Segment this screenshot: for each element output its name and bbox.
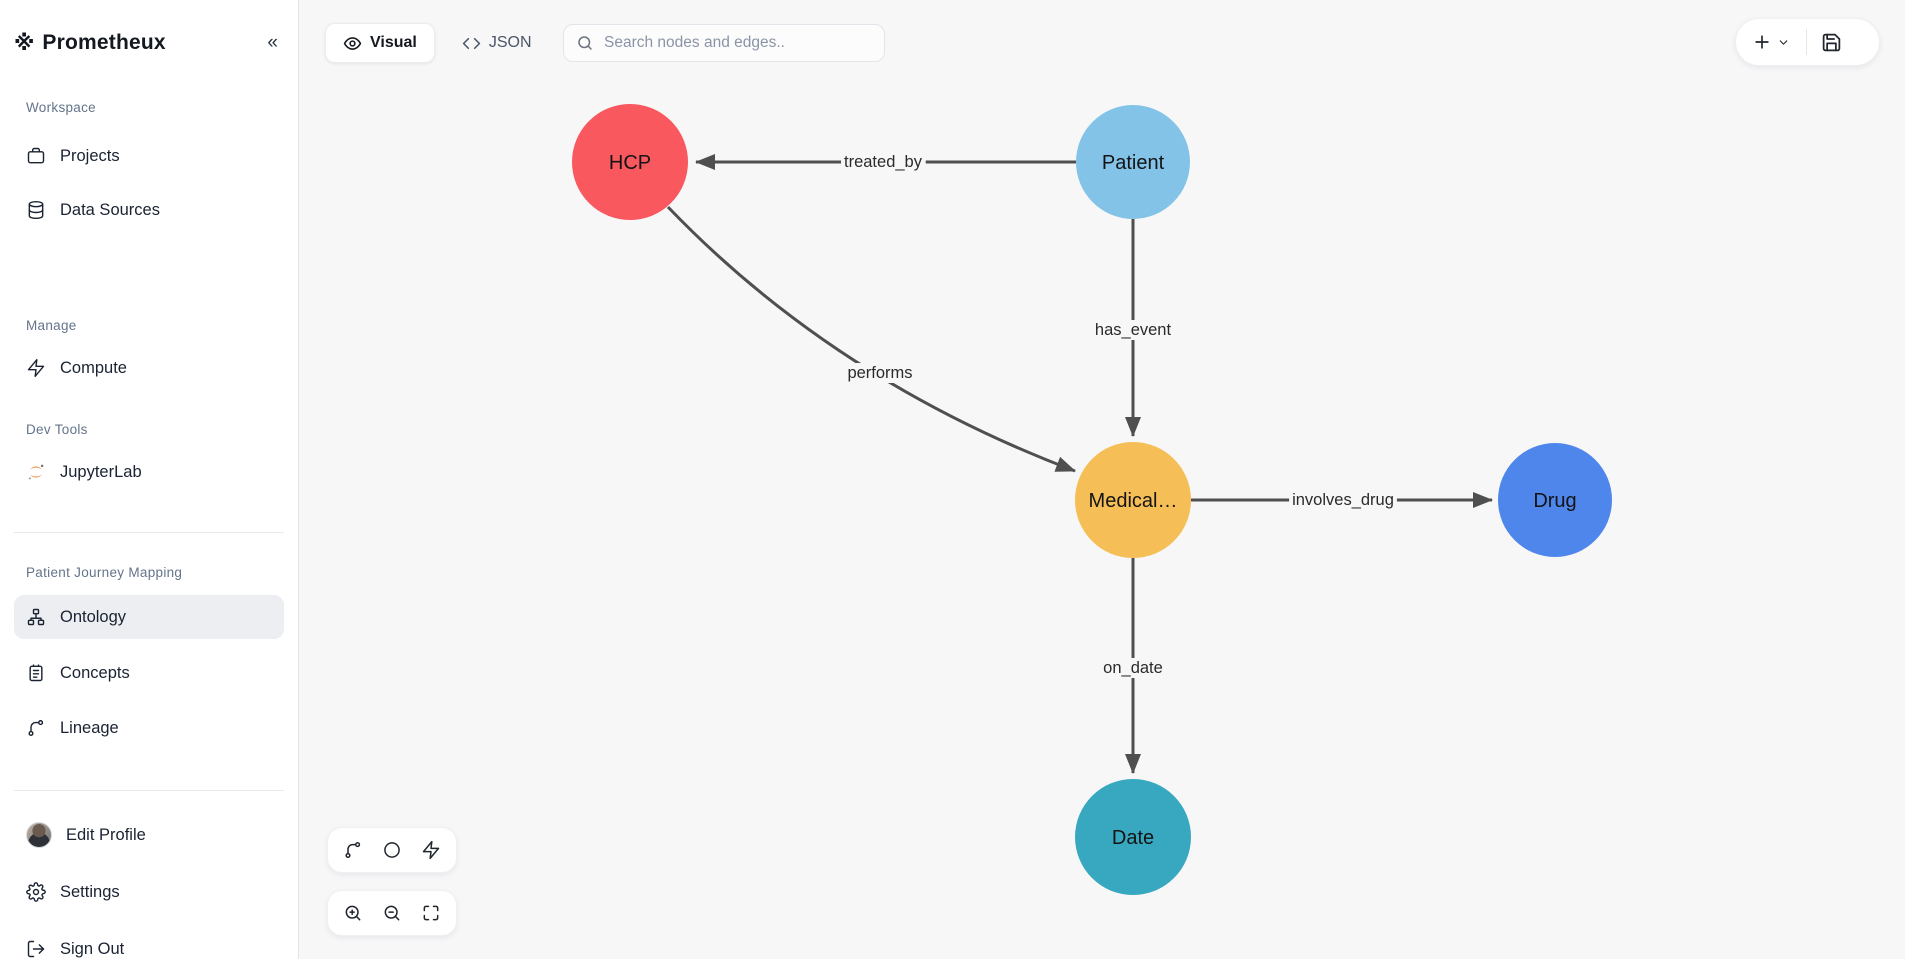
tab-json[interactable]: JSON — [445, 23, 549, 63]
svg-text:Drug: Drug — [1533, 490, 1576, 512]
avatar — [26, 822, 52, 848]
search-icon — [578, 36, 592, 50]
maximize-icon — [423, 905, 439, 921]
plus-icon — [1755, 35, 1769, 49]
save-icon — [1822, 33, 1841, 51]
sidebar-item-lineage[interactable]: Lineage — [14, 706, 284, 750]
fit-view-button[interactable] — [421, 903, 441, 923]
edge-label-on_date: on_date — [1103, 659, 1163, 677]
force-layout-button[interactable] — [421, 840, 441, 860]
view-tabs: Visual JSON — [325, 23, 549, 63]
search-box — [563, 24, 885, 62]
ontology-graph: treated_by has_event performs involves_drug… — [572, 104, 1612, 895]
graph-edge-performs[interactable] — [666, 205, 1076, 473]
app-logo-icon: ※ — [14, 31, 35, 55]
sidebar-item-ontology[interactable]: Ontology — [14, 595, 284, 639]
jupyter-icon — [28, 464, 44, 480]
graph-actions-toolbar — [1735, 18, 1880, 66]
sidebar-item-label: JupyterLab — [60, 462, 142, 481]
sidebar-item-label: Edit Profile — [66, 825, 146, 844]
sidebar-item-label: Compute — [60, 358, 127, 377]
sidebar-item-label: Ontology — [60, 607, 127, 626]
zoom-out-icon — [384, 905, 400, 921]
circle-icon — [384, 842, 400, 858]
zoom-out-button[interactable] — [382, 903, 402, 923]
svg-text:Date: Date — [1112, 827, 1154, 849]
database-icon — [28, 200, 44, 220]
branch-layout-icon — [345, 841, 361, 858]
search-input[interactable] — [563, 24, 885, 62]
ontology-icon — [27, 608, 45, 626]
toolbar-divider — [1806, 29, 1807, 55]
sidebar: ※ Prometheux « Workspace Projects Data S… — [0, 0, 299, 959]
gear-icon — [26, 882, 46, 902]
section-label-workspace: Workspace — [26, 100, 96, 115]
sidebar-item-label: Lineage — [60, 718, 119, 737]
edge-label-background — [841, 152, 926, 172]
clipboard-icon — [29, 664, 43, 682]
zap-icon — [27, 358, 45, 378]
tab-label: JSON — [488, 34, 532, 51]
sidebar-item-label: Sign Out — [60, 939, 125, 958]
edge-label-performs: performs — [847, 364, 912, 382]
sidebar-item-edit-profile[interactable]: Edit Profile — [14, 813, 284, 857]
sidebar-item-label: Data Sources — [60, 200, 160, 219]
code-icon — [462, 37, 481, 49]
svg-text:Patient: Patient — [1102, 152, 1165, 174]
svg-text:Medical…: Medical… — [1089, 490, 1178, 512]
edge-label-background — [1091, 320, 1175, 340]
section-label-patient-journey-mapping: Patient Journey Mapping — [26, 565, 183, 580]
graph-node-patient[interactable]: Patient — [1076, 105, 1190, 219]
eye-icon — [343, 36, 362, 50]
sidebar-item-label: Settings — [60, 882, 120, 901]
section-label-manage: Manage — [26, 318, 77, 333]
sidebar-item-jupyterlab[interactable]: JupyterLab — [14, 450, 284, 494]
edge-label-involves_drug: involves_drug — [1292, 491, 1394, 509]
sidebar-item-settings[interactable]: Settings — [14, 870, 284, 914]
graph-node-drug[interactable]: Drug — [1498, 443, 1612, 557]
graph-node-date[interactable]: Date — [1075, 779, 1191, 895]
sidebar-divider — [14, 532, 284, 533]
svg-text:HCP: HCP — [609, 152, 651, 174]
chevron-down-icon — [1779, 39, 1788, 45]
edge-label-treated_by: treated_by — [844, 153, 923, 171]
section-label-dev-tools: Dev Tools — [26, 422, 88, 437]
zoom-in-icon — [345, 905, 361, 921]
edge-label-background — [1289, 490, 1397, 510]
tab-label: Visual — [370, 34, 417, 51]
zoom-toolbar — [327, 890, 457, 936]
sidebar-item-data-sources[interactable]: Data Sources — [14, 188, 284, 232]
app-title: Prometheux — [42, 31, 166, 54]
edge-label-has_event: has_event — [1095, 321, 1172, 339]
add-node-button[interactable] — [1752, 32, 1790, 52]
sidebar-item-concepts[interactable]: Concepts — [14, 651, 284, 695]
graph-node-hcp[interactable]: HCP — [572, 104, 688, 220]
circular-layout-button[interactable] — [382, 840, 402, 860]
hierarchical-layout-button[interactable] — [343, 840, 363, 860]
edge-label-background — [1100, 658, 1166, 678]
layout-toolbar — [327, 827, 457, 873]
app-logo-row: ※ Prometheux « — [14, 22, 284, 64]
briefcase-icon — [27, 147, 45, 164]
sidebar-item-label: Projects — [60, 146, 120, 165]
sidebar-item-label: Concepts — [60, 663, 130, 682]
sidebar-collapse-button[interactable]: « — [261, 30, 284, 56]
sidebar-divider — [14, 790, 284, 791]
zap-icon — [422, 840, 440, 860]
tab-visual[interactable]: Visual — [325, 23, 435, 63]
graph-canvas[interactable]: treated_by has_event performs involves_drug… — [299, 0, 1905, 959]
sidebar-item-compute[interactable]: Compute — [14, 346, 284, 390]
sidebar-item-projects[interactable]: Projects — [14, 134, 284, 178]
sidebar-item-sign-out[interactable]: Sign Out — [14, 927, 284, 959]
zoom-in-button[interactable] — [343, 903, 363, 923]
graph-node-medical[interactable]: Medical… — [1075, 442, 1191, 558]
sign-out-icon — [27, 940, 45, 958]
save-button[interactable] — [1821, 32, 1842, 53]
edge-label-background — [844, 363, 916, 383]
lineage-icon — [28, 720, 44, 736]
